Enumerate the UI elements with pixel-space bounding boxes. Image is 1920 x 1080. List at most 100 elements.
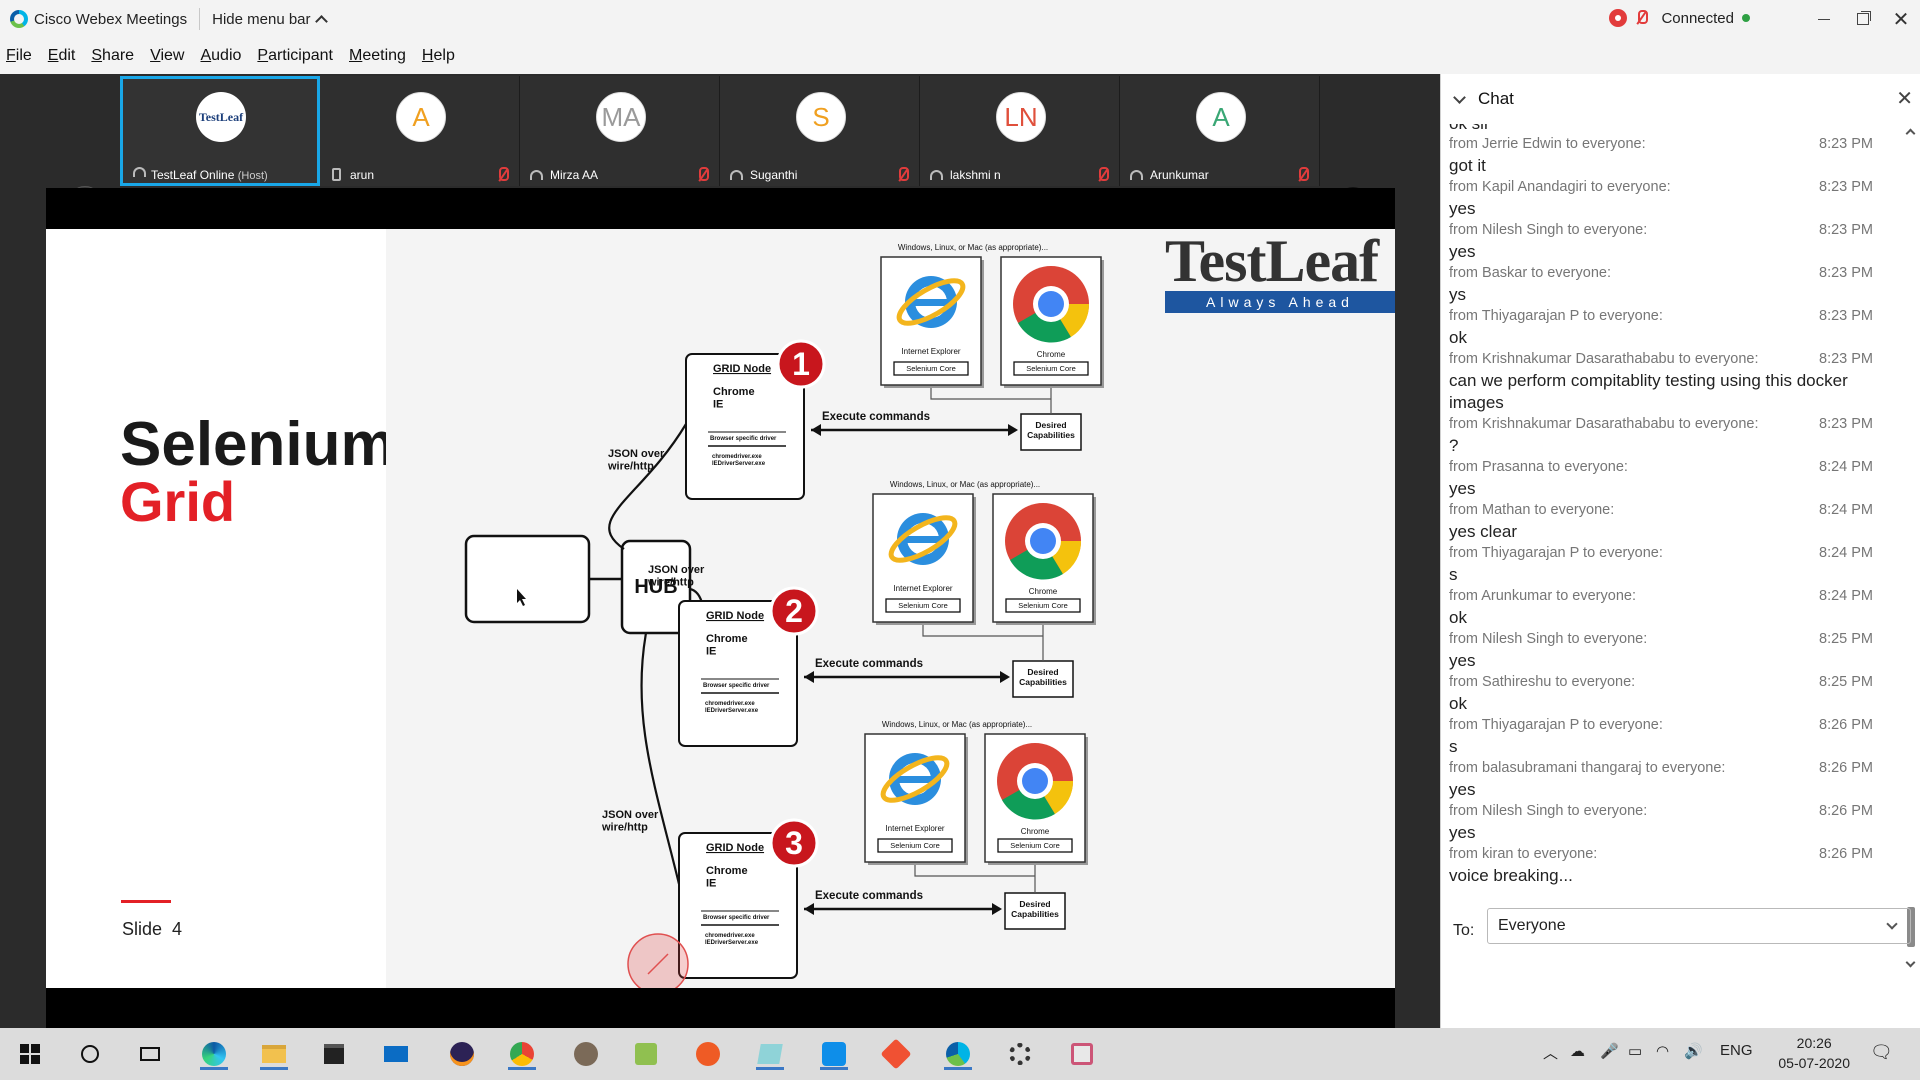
language-indicator[interactable]: ENG [1720,1042,1753,1059]
selenium-core-label: Selenium Core [1026,364,1076,373]
paint-icon[interactable] [1066,1038,1098,1070]
internet-explorer-icon [896,278,966,326]
tray-chevron-icon[interactable]: ︿ [1543,1045,1559,1062]
selenium-core-label: Selenium Core [898,601,948,610]
notepadpp-icon[interactable] [630,1038,662,1070]
battery-icon[interactable]: ▭ [1628,1043,1643,1060]
internet-explorer-label: Internet Explorer [901,347,960,356]
menu-participant[interactable]: Participant [257,47,333,64]
menu-help[interactable]: Help [421,47,455,64]
webex-icon[interactable] [942,1038,974,1070]
participant-name-text: TestLeaf Online [151,168,235,182]
chat-message-text: yes [1449,651,1476,670]
onedrive-icon[interactable]: ☁ [1570,1043,1585,1060]
chat-message-text: yes [1449,199,1476,218]
menu-share[interactable]: Share [91,47,135,64]
close-chat-button[interactable]: ✕ [1896,88,1913,110]
slide-title-line2: Grid [120,470,236,533]
chat-recipient-select[interactable]: Everyone [1487,908,1911,944]
node-driver-title: Browser specific driver [703,915,770,921]
mic-muted-icon[interactable] [697,167,709,182]
menu-meeting[interactable]: Meeting [349,47,406,64]
wifi-icon[interactable]: ◠ [1656,1043,1670,1060]
hub-node-link [640,632,681,885]
chat-message-list[interactable]: ok sir from Jerrie Edwin to everyone:8:2… [1441,124,1903,966]
mic-muted-icon[interactable] [497,167,509,182]
chat-header[interactable]: Chat ✕ [1441,74,1920,124]
arrow-head-left [811,424,821,436]
chat-sender: from Prasanna to everyone: [1449,459,1628,475]
volume-icon[interactable]: 🔊 [1684,1043,1703,1060]
chat-sender: from Sathireshu to everyone: [1449,674,1636,690]
selenium-core-label: Selenium Core [1010,841,1060,850]
microphone-icon[interactable]: 🎤 [1600,1043,1619,1060]
testleaf-logo-tagline: Always Ahead [1165,291,1395,313]
store-icon[interactable] [318,1038,350,1070]
taskbar-clock[interactable]: 20:26 05-07-2020 [1778,1033,1850,1073]
hide-menu-bar-button[interactable]: Hide menu bar [212,10,328,28]
git-icon[interactable] [880,1038,912,1070]
recording-icon[interactable] [1609,9,1628,27]
menu-file[interactable]: File [6,47,32,64]
start-icon[interactable] [14,1038,46,1070]
node-driver-title: Browser specific driver [703,683,770,689]
app-icon[interactable] [754,1038,786,1070]
menu-audio[interactable]: Audio [200,47,242,64]
mic-muted-icon[interactable] [1297,167,1309,182]
close-window-button[interactable]: ✕ [1892,8,1910,31]
postman-icon[interactable] [692,1038,724,1070]
internet-explorer-label: Internet Explorer [885,824,944,833]
menu-edit[interactable]: Edit [47,47,76,64]
participant-name: TestLeaf Online (Host) [151,168,268,182]
gimp-icon[interactable] [570,1038,602,1070]
connection-status[interactable]: Connected [1609,9,1750,27]
participant-name-text: arun [350,168,375,182]
windows-taskbar: ︿ ☁ 🎤 ▭ ◠ 🔊 ENG 20:26 05-07-2020 🗨 [0,1028,1920,1080]
avatar: MA [596,92,646,142]
slide-number: Slide 4 [122,919,182,940]
scrollbar-thumb[interactable] [1907,907,1915,947]
headset-icon [730,168,744,182]
menu-view[interactable]: View [150,47,185,64]
node-number: 1 [792,346,810,382]
participant-name: arun [350,168,374,182]
teamviewer-icon[interactable] [818,1038,850,1070]
chat-timestamp: 8:23 PM [1819,308,1873,324]
internet-explorer-icon [880,755,950,803]
mic-muted-icon[interactable] [1097,167,1109,182]
chat-message-text: yes [1449,242,1476,261]
settings-icon[interactable] [1004,1038,1036,1070]
scroll-down-icon[interactable] [1905,957,1916,968]
chat-message-meta: from Kapil Anandagiri to everyone:8:23 P… [1441,177,1903,198]
hide-menu-bar-label: Hide menu bar [212,10,311,28]
participant-name-text: lakshmi n [950,168,1001,182]
chat-timestamp: 8:24 PM [1819,588,1873,604]
chrome-icon[interactable] [506,1038,538,1070]
task-view-icon[interactable] [134,1038,166,1070]
grid-node-box [678,600,798,747]
host-tag: (Host) [237,170,268,182]
node-number: 2 [785,593,803,629]
eclipse-icon[interactable] [446,1038,478,1070]
edge-icon[interactable] [198,1038,230,1070]
title-divider [199,8,201,30]
chat-scrollbar[interactable] [1905,126,1916,970]
chevron-down-icon[interactable] [1453,90,1466,104]
search-icon[interactable] [74,1038,106,1070]
notifications-icon[interactable]: 🗨 [1870,1042,1893,1062]
mic-muted-icon[interactable] [1635,10,1649,26]
selenium-core-box [997,838,1073,853]
mail-icon[interactable] [380,1038,412,1070]
file-explorer-icon[interactable] [258,1038,290,1070]
mic-muted-icon[interactable] [897,167,909,182]
scroll-up-icon[interactable] [1905,128,1916,139]
